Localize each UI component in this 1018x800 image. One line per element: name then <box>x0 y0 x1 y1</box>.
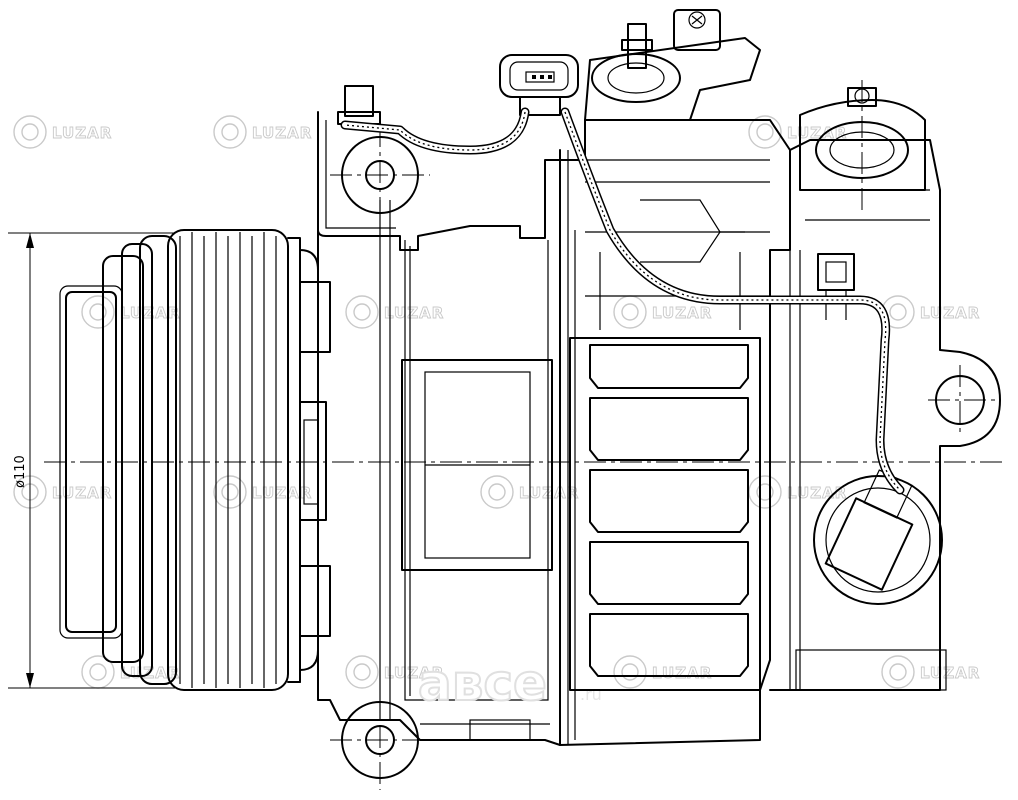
svg-text:LUZAR: LUZAR <box>519 484 579 502</box>
watermark-1: LUZAR <box>213 115 312 149</box>
watermark-7: LUZAR <box>881 295 980 329</box>
svg-text:LUZAR: LUZAR <box>120 304 180 322</box>
svg-text:LUZAR: LUZAR <box>384 304 444 322</box>
watermark-2: LUZAR <box>13 115 112 149</box>
watermark-5: LUZAR <box>345 295 444 329</box>
bottom-mount-boss <box>330 690 430 790</box>
svg-text:LUZAR: LUZAR <box>384 664 444 682</box>
svg-text:aвсе: aвсе <box>418 654 547 712</box>
watermark-13: LUZAR <box>345 655 444 689</box>
watermark-10: LUZAR <box>480 475 579 509</box>
upper-port-fitting <box>584 9 761 121</box>
electrical-connector <box>499 54 579 116</box>
shop-watermark-logo: aвсе .ru <box>417 653 602 713</box>
diameter-dimension: ø110 <box>8 232 175 689</box>
svg-text:LUZAR: LUZAR <box>787 484 847 502</box>
svg-text:LUZAR: LUZAR <box>652 664 712 682</box>
svg-text:LUZAR: LUZAR <box>920 304 980 322</box>
svg-text:LUZAR: LUZAR <box>920 664 980 682</box>
watermark-9: LUZAR <box>213 475 312 509</box>
watermark-14: LUZAR <box>613 655 712 689</box>
rear-head <box>769 80 1001 691</box>
front-housing <box>299 239 331 683</box>
diameter-label: ø110 <box>13 455 28 488</box>
svg-text:LUZAR: LUZAR <box>252 484 312 502</box>
svg-text:.ru: .ru <box>580 685 602 704</box>
top-mount-boss <box>330 85 430 225</box>
watermark-4: LUZAR <box>81 295 180 329</box>
compressor-body <box>317 111 791 746</box>
watermark-11: LUZAR <box>748 475 847 509</box>
pulley <box>59 229 301 691</box>
svg-text:LUZAR: LUZAR <box>52 124 112 142</box>
svg-text:LUZAR: LUZAR <box>652 304 712 322</box>
watermark-layer: LUZAR LUZAR LUZAR LUZAR LUZAR LUZAR LUZA… <box>13 115 980 689</box>
svg-text:LUZAR: LUZAR <box>252 124 312 142</box>
watermark-8: LUZAR <box>13 475 112 509</box>
wire-harness <box>340 107 905 495</box>
watermark-15: LUZAR <box>881 655 980 689</box>
